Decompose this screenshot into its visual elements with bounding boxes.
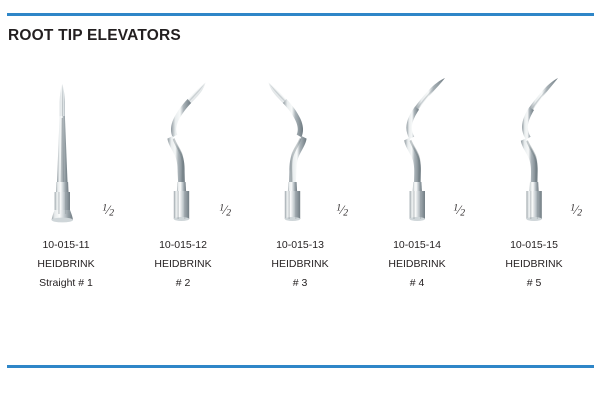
product-code: 10-015-12 <box>159 239 207 251</box>
product-variant: # 4 <box>409 277 425 289</box>
instrument-image: 1⁄2 <box>478 62 590 227</box>
scale-numerator: 1 <box>219 203 225 214</box>
instrument-image: 1⁄2 <box>127 62 239 227</box>
scale-numerator: 1 <box>570 203 576 214</box>
scale-denominator: 2 <box>460 208 465 219</box>
scale-numerator: 1 <box>453 203 459 214</box>
product-brand: HEIDBRINK <box>271 258 329 270</box>
root-tip-elevator-icon <box>268 82 307 221</box>
scale-denominator: 2 <box>577 208 582 219</box>
product-variant: # 5 <box>526 277 542 289</box>
product-variant: # 3 <box>292 277 308 289</box>
instrument-image: 1⁄2 <box>361 62 473 227</box>
root-tip-elevator-icon <box>167 82 206 221</box>
scale-solidus: ⁄ <box>107 203 110 218</box>
product-code: 10-015-14 <box>393 239 441 251</box>
scale-solidus: ⁄ <box>458 203 461 218</box>
product-card[interactable]: 1⁄2 10-015-11 HEIDBRINK Straight # 1 <box>10 62 122 312</box>
bottom-rule <box>7 365 594 368</box>
product-code: 10-015-13 <box>276 239 324 251</box>
root-tip-elevator-icon <box>520 78 558 221</box>
scale-mark: 1⁄2 <box>102 204 114 219</box>
scale-mark: 1⁄2 <box>570 204 582 219</box>
scale-mark: 1⁄2 <box>453 204 465 219</box>
scale-mark: 1⁄2 <box>219 204 231 219</box>
product-caption: 10-015-11 HEIDBRINK Straight # 1 <box>37 236 94 293</box>
scale-solidus: ⁄ <box>575 203 578 218</box>
scale-denominator: 2 <box>343 208 348 219</box>
product-brand: HEIDBRINK <box>37 258 95 270</box>
instrument-image: 1⁄2 <box>10 62 122 227</box>
product-brand: HEIDBRINK <box>505 258 563 270</box>
product-card[interactable]: 1⁄2 10-015-14 HEIDBRINK # 4 <box>361 62 473 312</box>
root-tip-elevator-icon <box>404 78 445 221</box>
product-card[interactable]: 1⁄2 10-015-13 HEIDBRINK # 3 <box>244 62 356 312</box>
product-caption: 10-015-12 HEIDBRINK # 2 <box>154 236 211 293</box>
product-row: 1⁄2 10-015-11 HEIDBRINK Straight # 1 <box>0 62 600 312</box>
product-caption: 10-015-14 HEIDBRINK # 4 <box>388 236 445 293</box>
scale-numerator: 1 <box>336 203 342 214</box>
product-caption: 10-015-13 HEIDBRINK # 3 <box>271 236 328 293</box>
scale-denominator: 2 <box>226 208 231 219</box>
product-brand: HEIDBRINK <box>388 258 446 270</box>
root-tip-elevator-icon <box>51 84 73 223</box>
product-code: 10-015-15 <box>510 239 558 251</box>
product-variant: # 2 <box>175 277 191 289</box>
product-brand: HEIDBRINK <box>154 258 212 270</box>
scale-mark: 1⁄2 <box>336 204 348 219</box>
instrument-image: 1⁄2 <box>244 62 356 227</box>
product-card[interactable]: 1⁄2 10-015-15 HEIDBRINK # 5 <box>478 62 590 312</box>
scale-solidus: ⁄ <box>224 203 227 218</box>
product-card[interactable]: 1⁄2 10-015-12 HEIDBRINK # 2 <box>127 62 239 312</box>
page-title: ROOT TIP ELEVATORS <box>8 27 181 44</box>
product-code: 10-015-11 <box>42 239 90 251</box>
scale-solidus: ⁄ <box>341 203 344 218</box>
top-rule <box>7 13 594 16</box>
product-caption: 10-015-15 HEIDBRINK # 5 <box>505 236 562 293</box>
scale-denominator: 2 <box>109 208 114 219</box>
scale-numerator: 1 <box>102 203 108 214</box>
product-variant: Straight # 1 <box>39 277 93 289</box>
